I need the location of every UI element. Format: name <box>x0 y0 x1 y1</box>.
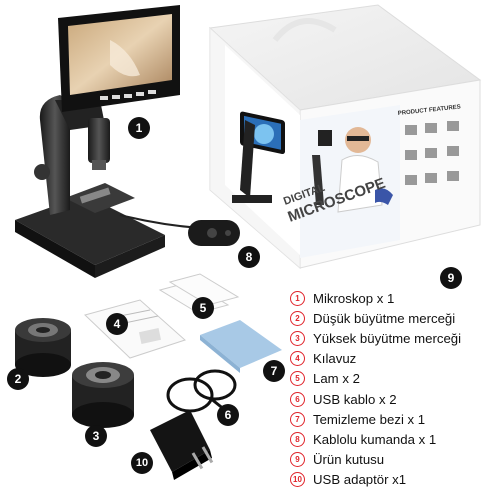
low-magnification-lens <box>15 318 71 377</box>
legend-number: 4 <box>290 351 305 367</box>
legend-number: 2 <box>290 310 305 326</box>
cleaning-cloth <box>200 320 282 373</box>
marker-3: 3 <box>85 425 107 447</box>
marker-10: 10 <box>131 452 153 474</box>
legend-item: 4 Kılavuz <box>290 349 500 369</box>
high-magnification-lens <box>72 362 134 428</box>
wired-remote <box>188 220 240 246</box>
microscope <box>15 5 180 278</box>
legend-text: USB kablo x 2 <box>313 391 397 407</box>
legend-item: 3 Yüksek büyütme merceği <box>290 328 500 348</box>
marker-4: 4 <box>106 313 128 335</box>
box-front-image <box>225 45 300 255</box>
legend-text: Yüksek büyütme merceği <box>313 330 462 346</box>
legend-item: 7 Temizleme bezi x 1 <box>290 409 500 429</box>
legend-number: 9 <box>290 452 305 468</box>
marker-6: 6 <box>217 404 239 426</box>
box-side-image <box>300 105 400 258</box>
legend-number: 1 <box>290 290 305 306</box>
legend-text: Mikroskop x 1 <box>313 290 395 306</box>
legend-text: Kılavuz <box>313 351 357 367</box>
marker-2: 2 <box>7 368 29 390</box>
legend-number: 5 <box>290 371 305 387</box>
legend-text: Kablolu kumanda x 1 <box>313 431 437 447</box>
legend-text: Temizleme bezi x 1 <box>313 411 426 427</box>
legend-number: 3 <box>290 330 305 346</box>
legend-item: 5 Lam x 2 <box>290 369 500 389</box>
legend-item: 9 Ürün kutusu <box>290 450 500 470</box>
legend-text: Ürün kutusu <box>313 452 385 468</box>
legend-number: 10 <box>290 472 305 488</box>
marker-7: 7 <box>263 360 285 382</box>
marker-8: 8 <box>238 246 260 268</box>
usb-adapter <box>150 410 214 480</box>
legend-item: 8 Kablolu kumanda x 1 <box>290 429 500 449</box>
legend-number: 8 <box>290 431 305 447</box>
marker-1: 1 <box>128 117 150 139</box>
legend-text: Lam x 2 <box>313 371 360 387</box>
legend-item: 2 Düşük büyütme merceği <box>290 308 500 328</box>
legend-number: 6 <box>290 391 305 407</box>
legend-item: 1 Mikroskop x 1 <box>290 288 500 308</box>
marker-9: 9 <box>440 267 462 289</box>
legend-text: USB adaptör x1 <box>313 472 407 488</box>
product-box: DIGITAL MICROSCOPE PRODUCT FEATURES <box>208 4 482 270</box>
marker-5: 5 <box>192 297 214 319</box>
legend-number: 7 <box>290 411 305 427</box>
guide-booklet <box>84 299 186 359</box>
legend-item: 10 USB adaptör x1 <box>290 470 500 490</box>
legend-text: Düşük büyütme merceği <box>313 310 456 326</box>
legend-item: 6 USB kablo x 2 <box>290 389 500 409</box>
